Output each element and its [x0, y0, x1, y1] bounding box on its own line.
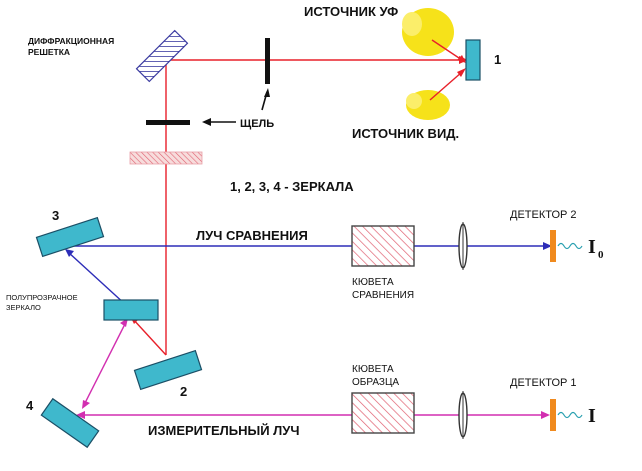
cuvette-sample-label-line1: КЮВЕТА [352, 364, 394, 375]
mirror-3 [35, 216, 105, 258]
beam-mirror2-to-semimirror [131, 317, 167, 356]
sample-cuvette [351, 392, 415, 434]
semimirror-to-mirror4-head [82, 400, 90, 409]
source-vis-label: ИСТОЧНИК ВИД. [352, 126, 459, 141]
mirrors-note: 1, 2, 3, 4 - ЗЕРКАЛА [230, 179, 354, 194]
reference-beam-label: ЛУЧ СРАВНЕНИЯ [196, 228, 308, 243]
semimirror-to-mirror3 [67, 251, 127, 306]
mirror-3-number: 3 [52, 208, 59, 223]
intensity-ref-subscript: 0 [598, 249, 604, 261]
slit-label: ЩЕЛЬ [240, 118, 274, 130]
measuring-beam-label: ИЗМЕРИТЕЛЬНЫЙ ЛУЧ [148, 423, 300, 438]
semimirror-to-mirror4 [83, 321, 127, 406]
exit-slit [146, 120, 190, 125]
grating-label-line2: РЕШЕТКА [28, 47, 70, 57]
visible-source [406, 90, 450, 120]
semi-mirror-label-line2: ЗЕРКАЛО [6, 303, 41, 312]
mirror-4-number: 4 [26, 398, 34, 413]
measuring-beam-head [541, 411, 550, 419]
mirror-2-number: 2 [180, 384, 187, 399]
diffraction-grating [135, 29, 189, 83]
lens-reference [458, 222, 468, 270]
semi-transparent-mirror [103, 299, 159, 321]
beam-arrow-head [459, 56, 468, 64]
intensity-sample-symbol: I [588, 405, 596, 427]
mirror-2 [133, 349, 203, 391]
semi-mirror-label-line1: ПОЛУПРОЗРАЧНОЕ [6, 293, 78, 302]
source-uv-label: ИСТОЧНИК УФ [304, 4, 398, 19]
mirror-4 [40, 397, 100, 449]
cuvette-sample-label-line2: ОБРАЗЦА [352, 377, 399, 388]
slit [265, 38, 270, 84]
cuvette-ref-label-line2: СРАВНЕНИЯ [352, 290, 414, 301]
cuvette-ref-label-line1: КЮВЕТА [352, 277, 394, 288]
uv-source [402, 8, 454, 56]
vis-arrow [429, 71, 463, 101]
mirror-1 [465, 39, 481, 81]
detector-2 [550, 230, 556, 262]
grating-label-line1: ДИФФРАКЦИОННАЯ [28, 36, 114, 46]
detector-2-label: ДЕТЕКТОР 2 [510, 209, 577, 221]
measuring-beam-head-left [76, 411, 85, 419]
reference-cuvette [351, 225, 415, 267]
signal-wave-1 [557, 411, 583, 419]
detector-1 [550, 399, 556, 431]
lens-sample [458, 391, 468, 439]
exit-slit-pointer-head [202, 118, 211, 126]
slit-pointer-head [264, 88, 270, 97]
filter [129, 151, 203, 165]
intensity-ref-symbol: I [588, 236, 596, 258]
vis-arrow-head [457, 68, 466, 77]
semimirror-to-mirror3-head [65, 249, 74, 257]
signal-wave-2 [557, 242, 583, 250]
uv-arrow [431, 39, 463, 61]
detector-1-label: ДЕТЕКТОР 1 [510, 377, 577, 389]
mirror-1-number: 1 [494, 52, 501, 67]
reference-beam-head [543, 242, 552, 250]
